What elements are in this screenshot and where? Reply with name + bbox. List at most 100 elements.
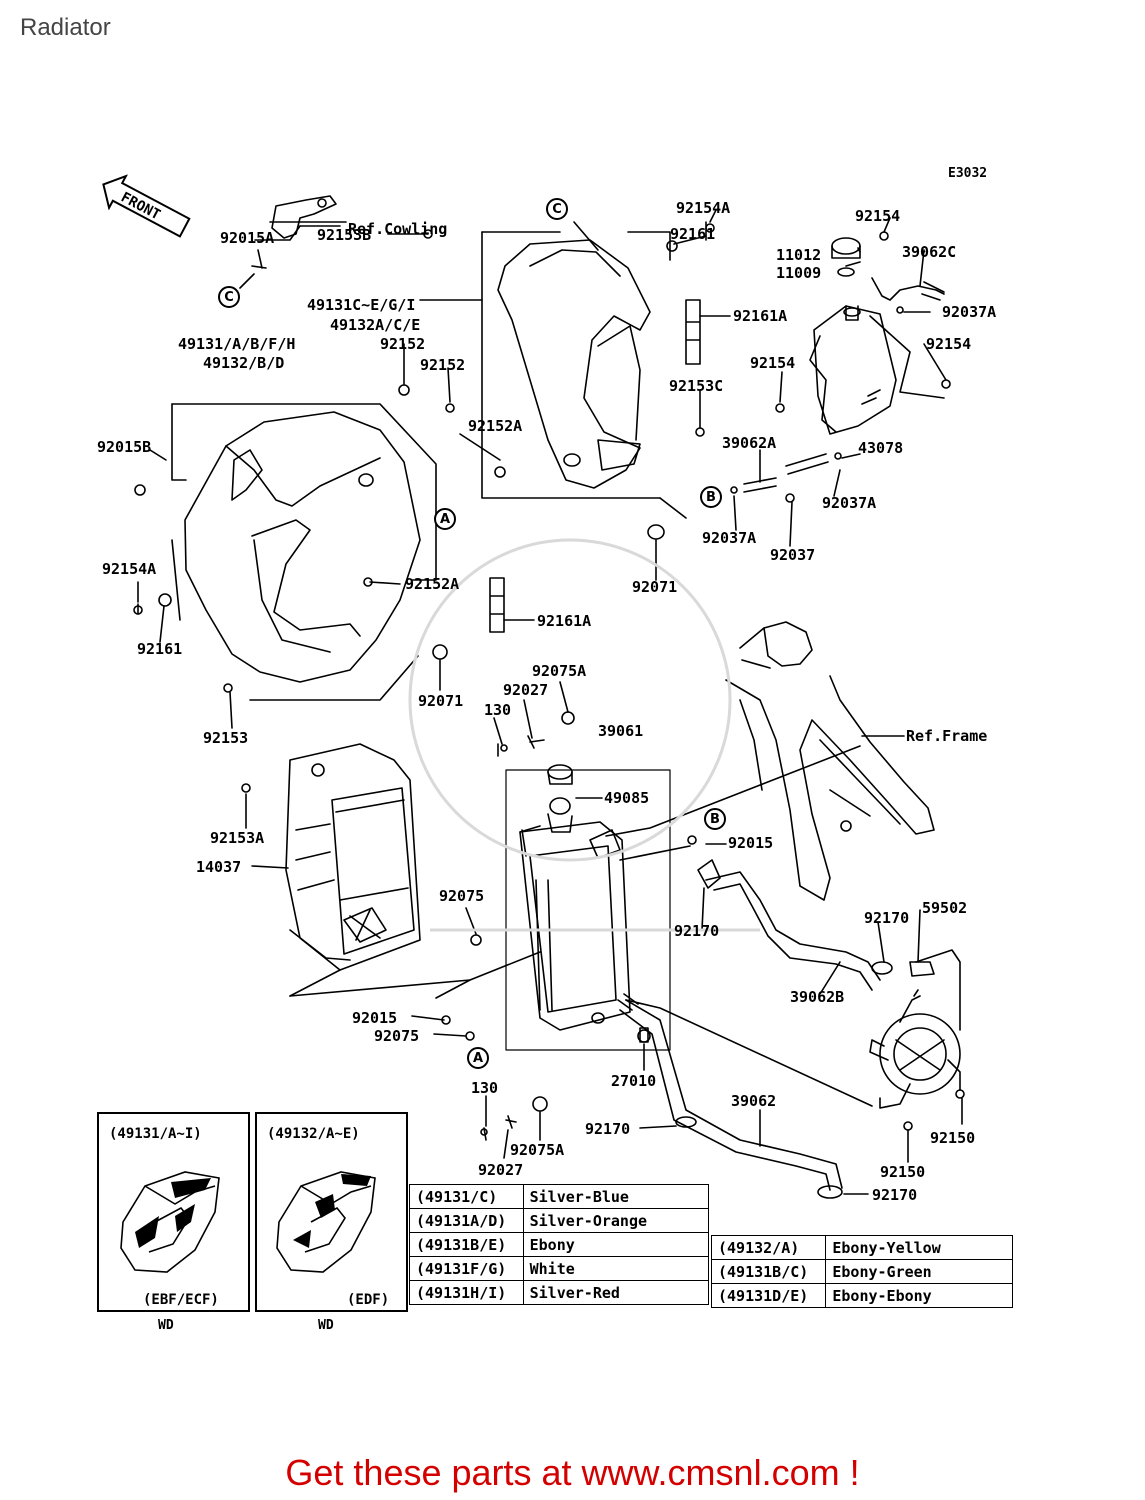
part-label-p92027b[interactable]: 92027 (478, 1161, 524, 1179)
part-label-p92170d[interactable]: 92170 (872, 1186, 918, 1204)
part-label-p92075b[interactable]: 92075 (374, 1027, 420, 1045)
part-label-p11012[interactable]: 11012 (776, 246, 822, 264)
inset-49132-tag: WD (318, 1318, 334, 1333)
front-arrow-icon: FRONT (102, 174, 191, 238)
part-label-p92150b[interactable]: 92150 (880, 1163, 926, 1181)
callout-cA1: A (434, 508, 456, 530)
part-label-p92037A1[interactable]: 92037A (942, 303, 997, 321)
part-label-p92037A2[interactable]: 92037A (822, 494, 877, 512)
part-label-p92027a[interactable]: 92027 (503, 681, 549, 699)
color-table-49131: (49131/C)Silver-Blue(49131A/D)Silver-Ora… (409, 1184, 710, 1305)
part-label-p59502[interactable]: 59502 (922, 899, 968, 917)
part-label-p49132B[interactable]: 49132/B/D (203, 354, 285, 372)
color-name-cell: White (522, 1256, 710, 1281)
color-name-cell: Ebony-Green (825, 1259, 1013, 1284)
part-label-p92037A3[interactable]: 92037A (702, 529, 757, 547)
color-name-cell: Ebony-Yellow (825, 1235, 1013, 1260)
part-label-p92152A1[interactable]: 92152A (468, 417, 523, 435)
cowl-variant-1-icon (120, 1171, 220, 1273)
inset-49132-header: (49132/A~E) (267, 1126, 360, 1142)
part-label-p39062C[interactable]: 39062C (902, 243, 957, 261)
part-label-p130a[interactable]: 130 (484, 701, 512, 719)
part-label-p92170c[interactable]: 92170 (585, 1120, 631, 1138)
part-code-cell: (49131B/C) (710, 1259, 827, 1284)
footer-link-text[interactable]: Get these parts at www.cmsnl.com ! (285, 1452, 860, 1493)
table-row: (49131F/G)White (409, 1256, 710, 1281)
callout-cC1: C (218, 286, 240, 308)
part-label-p92161a[interactable]: 92161 (670, 225, 716, 243)
part-code-cell: (49131D/E) (710, 1283, 827, 1308)
part-label-p39062B[interactable]: 39062B (790, 988, 845, 1006)
part-label-p92154Aa[interactable]: 92154A (676, 199, 731, 217)
color-name-cell: Silver-Blue (522, 1184, 710, 1209)
part-label-p92161A2[interactable]: 92161A (537, 612, 592, 630)
part-label-p92152A2[interactable]: 92152A (405, 575, 460, 593)
color-name-cell: Silver-Red (522, 1280, 710, 1305)
part-code-cell: (49131B/E) (409, 1232, 524, 1257)
diagram-code: E3032 (948, 166, 988, 181)
table-row: (49131B/E)Ebony (409, 1232, 710, 1257)
color-name-cell: Silver-Orange (522, 1208, 710, 1233)
part-label-p49085[interactable]: 49085 (604, 789, 650, 807)
table-row: (49131H/I)Silver-Red (409, 1280, 710, 1305)
part-label-p49131C[interactable]: 49131C~E/G/I (307, 296, 416, 314)
part-label-p39061[interactable]: 39061 (598, 722, 644, 740)
part-code-cell: (49132/A) (710, 1235, 827, 1260)
part-label-p92152b[interactable]: 92152 (420, 356, 466, 374)
part-label-p92071a[interactable]: 92071 (632, 578, 678, 596)
part-label-p92170a[interactable]: 92170 (864, 909, 910, 927)
part-code-cell: (49131A/D) (409, 1208, 524, 1233)
part-label-p11009[interactable]: 11009 (776, 264, 822, 282)
part-label-p92075Ab[interactable]: 92075A (510, 1141, 565, 1159)
part-label-p43078[interactable]: 43078 (858, 439, 904, 457)
table-row: (49131B/C)Ebony-Green (710, 1259, 1013, 1284)
table-row: (49131A/D)Silver-Orange (409, 1208, 710, 1233)
part-label-p92150a[interactable]: 92150 (930, 1129, 976, 1147)
part-label-p92153A[interactable]: 92153A (210, 829, 265, 847)
part-label-p14037[interactable]: 14037 (196, 858, 242, 876)
part-label-p92071b[interactable]: 92071 (418, 692, 464, 710)
inset-49132-footer: (EDF) (347, 1292, 390, 1308)
callout-cC2: C (546, 198, 568, 220)
part-label-p92153B[interactable]: 92153B (317, 226, 372, 244)
part-label-p92015B[interactable]: 92015B (97, 438, 152, 456)
part-label-refCowling[interactable]: Ref.Cowling (348, 220, 448, 238)
part-label-p92037[interactable]: 92037 (770, 546, 816, 564)
inset-49131-tag: WD (158, 1318, 174, 1333)
part-label-p130b[interactable]: 130 (471, 1079, 499, 1097)
part-label-p92015a[interactable]: 92015 (728, 834, 774, 852)
part-label-p92170b[interactable]: 92170 (674, 922, 720, 940)
part-label-p92075a[interactable]: 92075 (439, 887, 485, 905)
part-label-p49131A[interactable]: 49131/A/B/F/H (178, 335, 296, 353)
part-label-p92152a[interactable]: 92152 (380, 335, 426, 353)
part-label-p92154b[interactable]: 92154 (750, 354, 796, 372)
part-label-p92015A[interactable]: 92015A (220, 229, 275, 247)
color-table-49132: (49132/A)Ebony-Yellow(49131B/C)Ebony-Gre… (710, 1235, 1013, 1308)
part-label-p49132A[interactable]: 49132A/C/E (330, 316, 421, 334)
part-label-p39062A[interactable]: 39062A (722, 434, 777, 452)
cowl-variant-2-icon (276, 1171, 376, 1273)
part-label-p92161A1[interactable]: 92161A (733, 307, 788, 325)
table-row: (49131/C)Silver-Blue (409, 1184, 710, 1209)
color-name-cell: Ebony-Ebony (825, 1283, 1013, 1308)
part-label-refFrame[interactable]: Ref.Frame (906, 727, 988, 745)
part-label-p39062[interactable]: 39062 (731, 1092, 777, 1110)
part-label-p92161b[interactable]: 92161 (137, 640, 183, 658)
inset-49131: (49131/A~I) (EBF/ECF) (97, 1112, 250, 1312)
part-label-p92154a[interactable]: 92154 (855, 207, 901, 225)
part-label-p92153[interactable]: 92153 (203, 729, 249, 747)
part-label-p92153C[interactable]: 92153C (669, 377, 724, 395)
callout-cB1: B (700, 486, 722, 508)
part-label-p92154Ab[interactable]: 92154A (102, 560, 157, 578)
part-label-p92075Aa[interactable]: 92075A (532, 662, 587, 680)
page-title: Radiator (20, 14, 111, 41)
callout-cA2: A (467, 1047, 489, 1069)
inset-49131-footer: (EBF/ECF) (143, 1292, 219, 1308)
part-label-p27010[interactable]: 27010 (611, 1072, 657, 1090)
color-name-cell: Ebony (522, 1232, 710, 1257)
part-label-p92154c[interactable]: 92154 (926, 335, 972, 353)
part-label-p92015b[interactable]: 92015 (352, 1009, 398, 1027)
callout-cB2: B (704, 808, 726, 830)
table-row: (49131D/E)Ebony-Ebony (710, 1283, 1013, 1308)
